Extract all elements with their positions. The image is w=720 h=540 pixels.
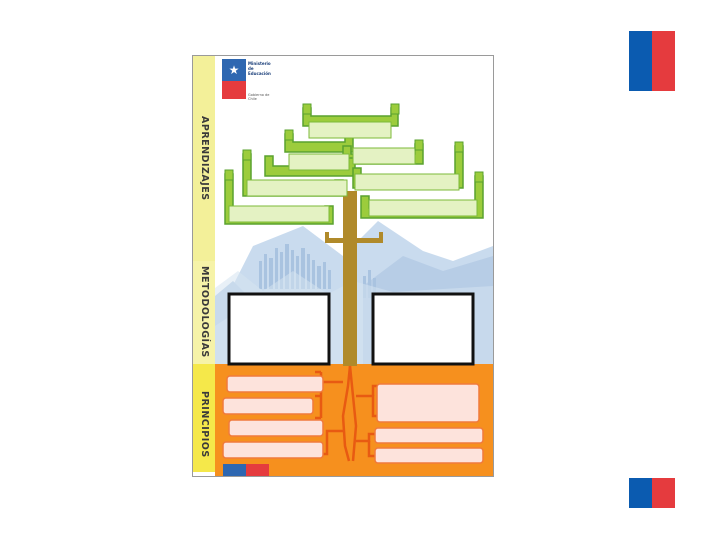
root-box (375, 448, 483, 463)
canopy-box (247, 180, 347, 196)
center-box-left (229, 294, 329, 364)
root-box (227, 376, 323, 392)
canopy-box (369, 200, 477, 216)
chile-flag-icon-bottom (629, 478, 675, 508)
canopy-box (353, 148, 415, 164)
root-box (377, 384, 479, 422)
chile-flag-icon-top (629, 31, 675, 91)
root-box (223, 442, 323, 458)
tree-poster: APRENDIZAJES METODOLOGÍAS PRINCIPIOS ★ M… (192, 55, 494, 477)
root-box (229, 420, 323, 436)
canopy-box (229, 206, 329, 222)
poster-flag-strip (223, 464, 269, 476)
canopy-box (355, 174, 459, 190)
center-box-right (373, 294, 473, 364)
tree-diagram (193, 56, 493, 476)
root-box (223, 398, 313, 414)
root-box (375, 428, 483, 443)
